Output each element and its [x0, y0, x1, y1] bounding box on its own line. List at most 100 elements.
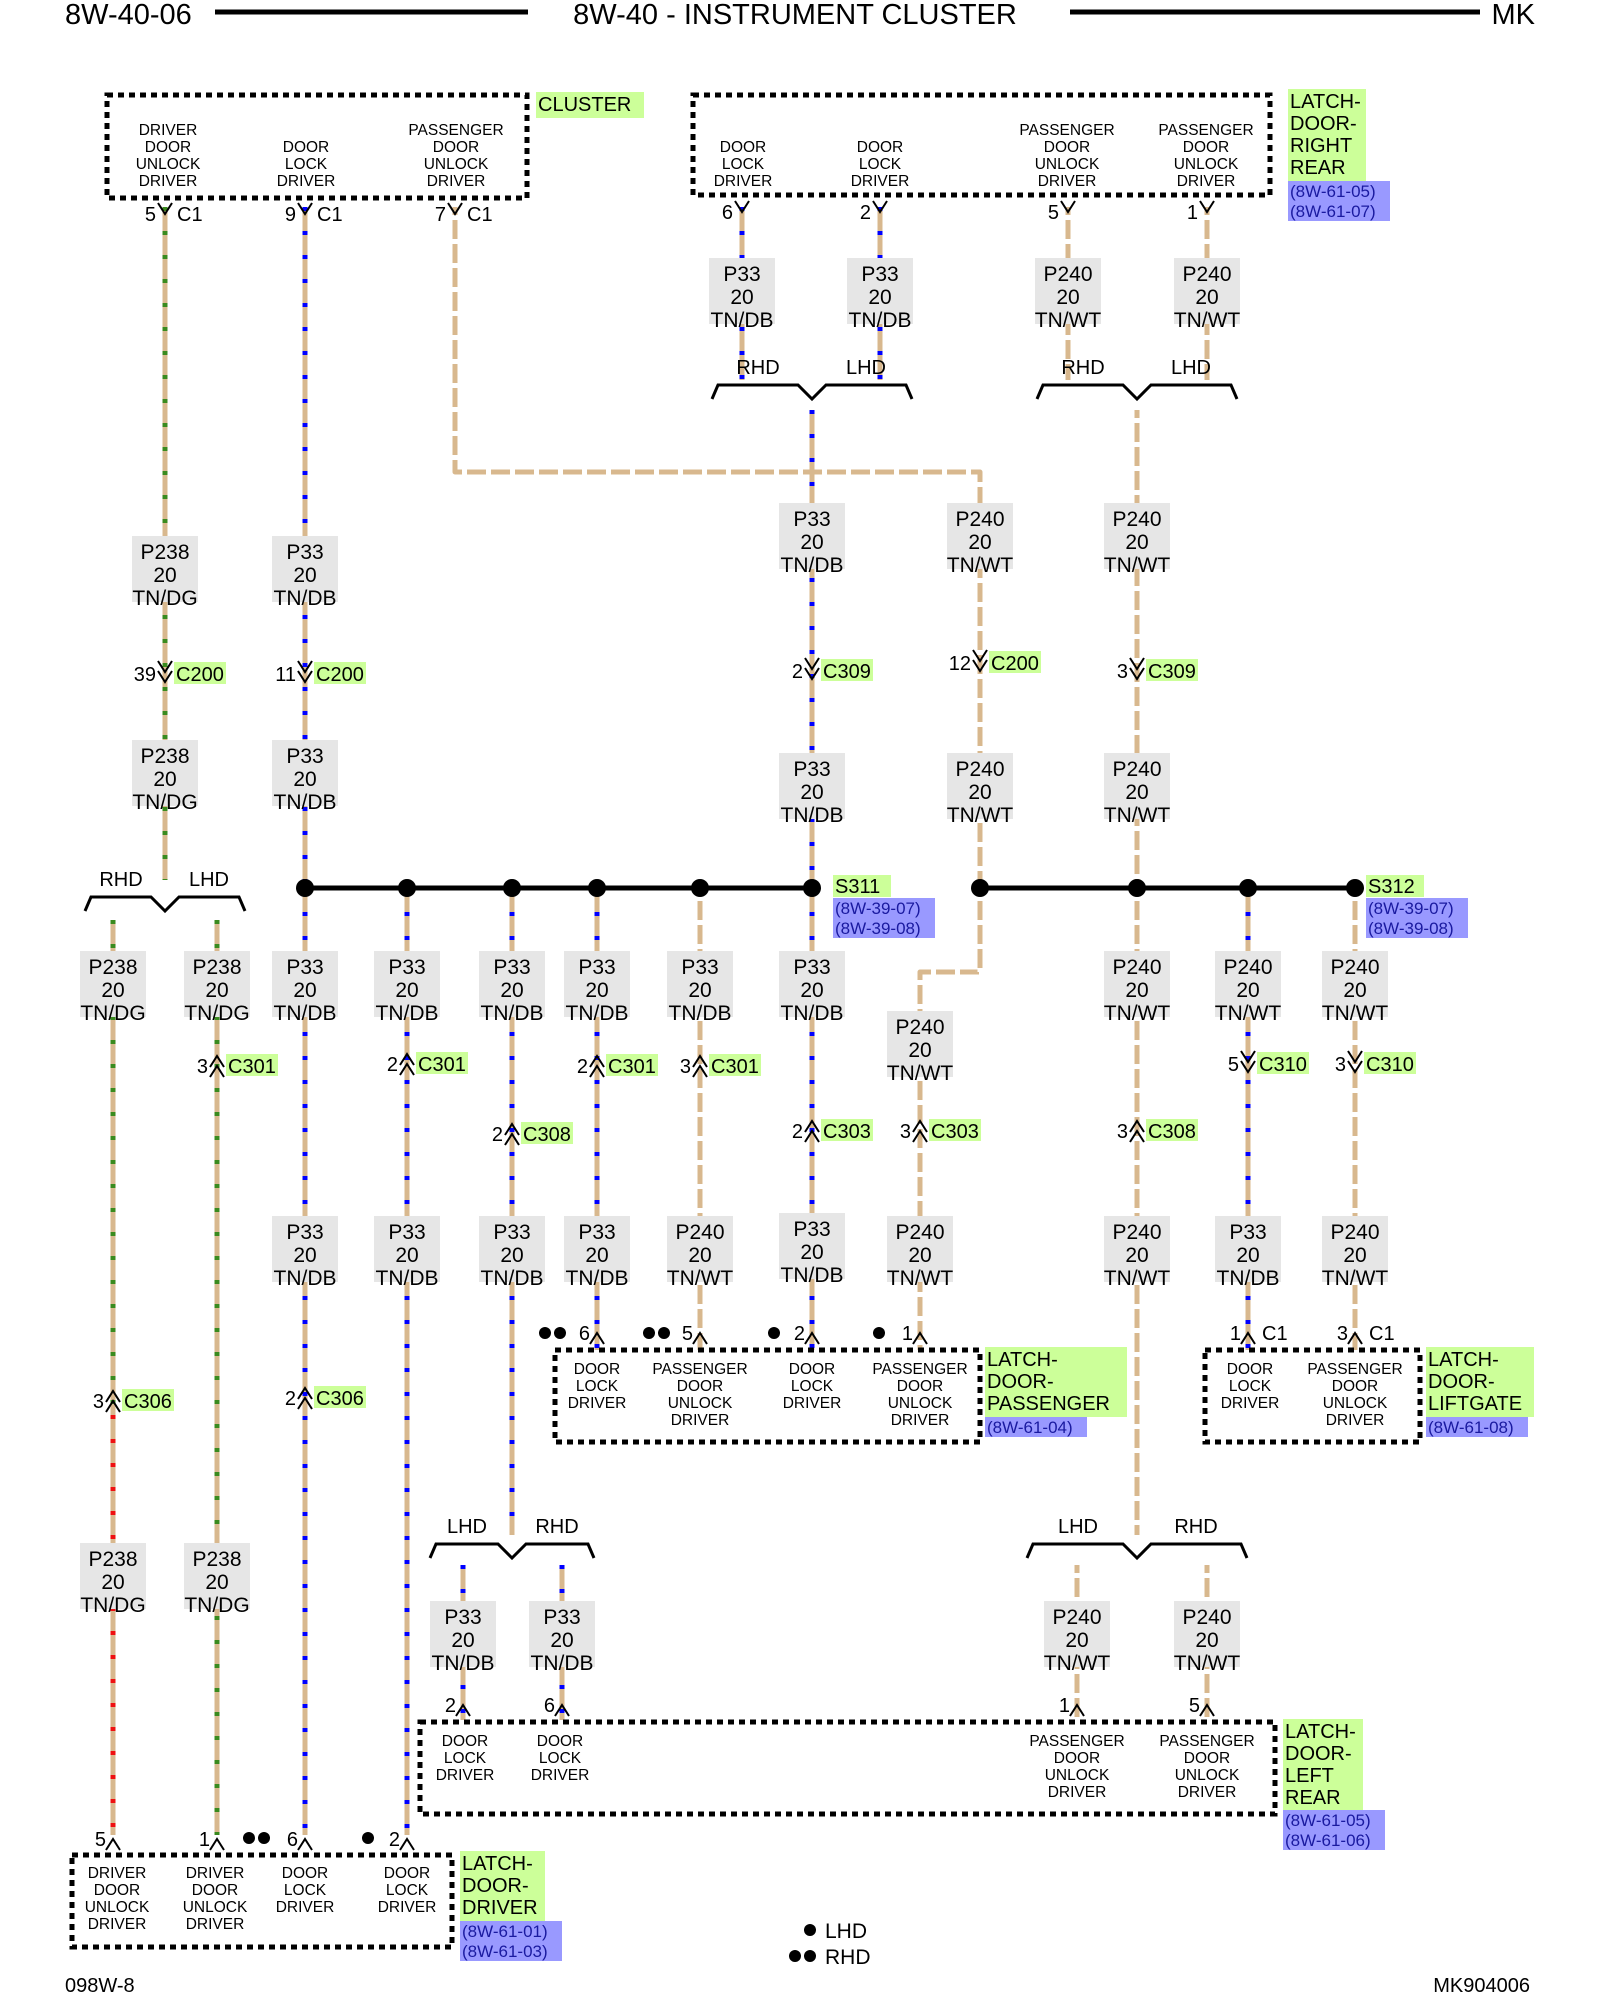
wire-label-text: P240: [675, 1221, 724, 1244]
wire-label-bg: [80, 1543, 146, 1609]
connector-pin: 3: [1335, 1054, 1346, 1076]
pin-chevron: [399, 1062, 415, 1076]
branch-label-left: RHD: [99, 869, 142, 891]
wire-label-text: P33: [543, 1606, 580, 1629]
wire-label-text: TN/WT: [1215, 1002, 1282, 1025]
pin-dot: [873, 1327, 885, 1339]
pin-chevron: [157, 202, 173, 216]
wire-label-text: 20: [1125, 531, 1148, 554]
pin-chevron: [1069, 1703, 1085, 1717]
pin-chevron: [692, 1331, 708, 1345]
pin-label-text: UNLOCK: [668, 1395, 733, 1412]
wire-label-text: P33: [286, 541, 323, 564]
latch-passenger-box: [552, 1347, 983, 1445]
footer-left: 098W-8: [65, 1975, 135, 1997]
pin-connector: C1: [1262, 1323, 1288, 1345]
legend-dot-rhd-1: [789, 1950, 801, 1962]
vehicle-code: MK: [1492, 0, 1536, 31]
pin-chevron: [1129, 1129, 1145, 1143]
pin-chevron: [734, 200, 750, 214]
pin-chevron: [804, 1119, 820, 1133]
wire-label-text: P240: [1112, 508, 1161, 531]
pin-label-text: LOCK: [386, 1882, 429, 1899]
ref-box: [833, 898, 935, 918]
splice-node: [803, 879, 821, 897]
page-title: 8W-40 - INSTRUMENT CLUSTER: [573, 0, 1017, 31]
pin-number: 6: [544, 1695, 555, 1717]
wire-label-text: 20: [968, 531, 991, 554]
component-boxes: [69, 92, 1423, 1950]
wire-label-text: P33: [793, 956, 830, 979]
pin-label-text: DRIVER: [88, 1865, 147, 1882]
connector-highlight: [989, 651, 1041, 673]
connector-highlight: [122, 1389, 174, 1411]
pin-number: 1: [1187, 202, 1198, 224]
wire-label-bg: [1215, 1216, 1281, 1282]
ref-text: (8W-61-04): [987, 1418, 1073, 1437]
pin-label-text: LOCK: [539, 1750, 582, 1767]
splice-highlight: [833, 875, 891, 897]
pin-label-text: DRIVER: [783, 1395, 842, 1412]
pin-label-text: LOCK: [284, 1882, 327, 1899]
wire-label-text: TN/DB: [566, 1267, 629, 1290]
pin-dot: [768, 1327, 780, 1339]
pin-label-text: UNLOCK: [1035, 156, 1100, 173]
branch-fork: [83, 895, 247, 914]
ref-text: (8W-61-01): [462, 1922, 548, 1941]
pin-number: 5: [95, 1829, 106, 1851]
ref-box: [985, 1417, 1087, 1437]
pin-label-text: DOOR: [574, 1361, 621, 1378]
pin-label-text: DOOR: [537, 1733, 584, 1750]
pin-chevron: [1347, 1060, 1363, 1074]
connector-highlight: [929, 1119, 981, 1141]
component-name-highlight: [1426, 1347, 1534, 1417]
pin-connector: C1: [1369, 1323, 1395, 1345]
pin-label-text: UNLOCK: [1174, 156, 1239, 173]
pin-chevron: [589, 1064, 605, 1078]
connector-highlight: [521, 1122, 573, 1144]
wire-label-text: 20: [1195, 286, 1218, 309]
wire-label-text: P33: [723, 263, 760, 286]
wire-label-text: P240: [1182, 263, 1231, 286]
wire-label-text: P238: [140, 745, 189, 768]
pin-label-text: DRIVER: [1326, 1412, 1385, 1429]
pin-chevron: [209, 1837, 225, 1851]
pin-label-text: UNLOCK: [85, 1899, 150, 1916]
pin-number: 2: [445, 1695, 456, 1717]
connector-name: C303: [931, 1121, 979, 1143]
pin-label-text: PASSENGER: [652, 1361, 747, 1378]
pin-number: 2: [389, 1829, 400, 1851]
wire-18: [917, 888, 983, 1350]
pin-chevron: [157, 670, 173, 684]
connector-pin: 2: [792, 661, 803, 683]
wire-label-text: 20: [1236, 979, 1259, 1002]
pin-chevron: [1129, 657, 1145, 671]
pin-label-text: DOOR: [897, 1378, 944, 1395]
branch-fork: [710, 383, 914, 402]
component-name: LATCH-: [987, 1349, 1058, 1371]
pin-label-text: UNLOCK: [1175, 1767, 1240, 1784]
pin-label-text: DOOR: [1332, 1378, 1379, 1395]
splice-node: [588, 879, 606, 897]
ref-text: (8W-61-05): [1285, 1811, 1371, 1830]
wire-label-text: 20: [293, 564, 316, 587]
connector-name: C200: [176, 664, 224, 686]
cluster-box: [104, 92, 530, 201]
pin-chevron: [692, 1054, 708, 1068]
wire-label-text: 20: [293, 1244, 316, 1267]
wire-label-bg: [564, 1216, 630, 1282]
wire-label-text: TN/DB: [376, 1267, 439, 1290]
wire-label-text: TN/WT: [1104, 554, 1171, 577]
wire-label-bg: [1044, 1601, 1110, 1667]
pin-label-text: UNLOCK: [136, 156, 201, 173]
pin-chevron: [297, 1386, 313, 1400]
branch-label-right: LHD: [189, 869, 229, 891]
connector-pin: 12: [949, 653, 971, 675]
wire-label-text: P240: [1182, 1606, 1231, 1629]
connector-pin: 2: [492, 1124, 503, 1146]
pin-label-text: PASSENGER: [1307, 1361, 1402, 1378]
pin-label-text: UNLOCK: [183, 1899, 248, 1916]
wire-label-text: TN/WT: [887, 1267, 954, 1290]
pin-number: 2: [794, 1323, 805, 1345]
pin-number: 6: [287, 1829, 298, 1851]
